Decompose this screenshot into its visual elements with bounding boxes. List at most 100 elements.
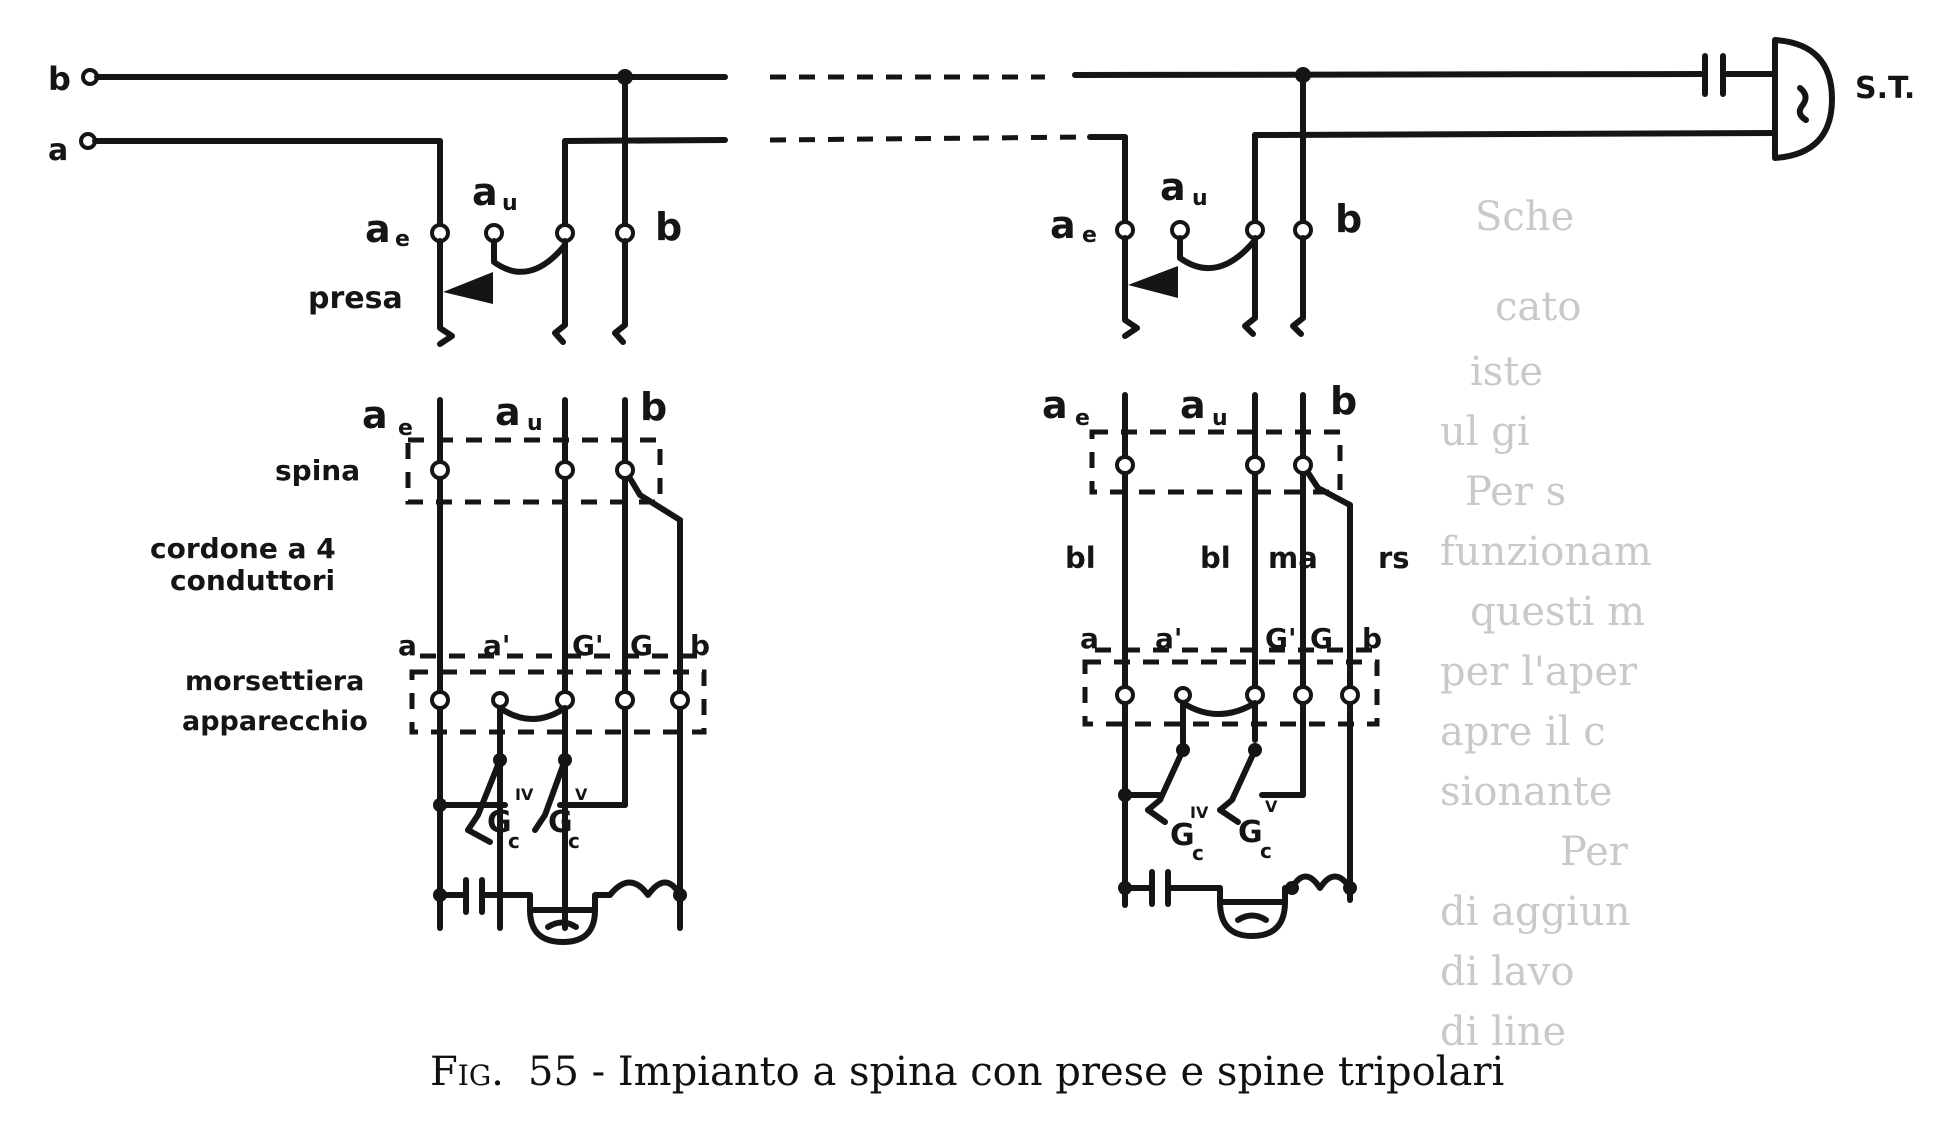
ghost-line: cato: [1495, 284, 1581, 330]
label-au: a: [472, 170, 498, 214]
morsettiera-terminal-a: [430, 690, 450, 710]
spina-label-au-sub: u: [527, 411, 543, 436]
spina-label-au: a: [495, 390, 521, 434]
caption-fig: Fig.: [430, 1049, 504, 1095]
ghost-line: apre il c: [1440, 709, 1606, 755]
spina-label-b: b: [1330, 379, 1357, 423]
label-ae-sub: e: [395, 227, 410, 252]
st-earpiece-symbol: [1772, 37, 1835, 161]
gc4-sup: IV: [515, 785, 534, 804]
gc5-sub: c: [1260, 839, 1272, 863]
label-cordone-line1: cordone a 4: [150, 532, 336, 565]
socket-spring-au: [1242, 235, 1258, 337]
ghost-line: questi m: [1470, 589, 1645, 635]
ghost-line: Per s: [1465, 469, 1566, 515]
ghost-line: di aggiun: [1440, 889, 1631, 935]
gc5-sub: c: [568, 829, 580, 853]
spina-label-au-sub: u: [1212, 406, 1228, 431]
gc4-label: G: [487, 805, 512, 840]
hook-switch-v: [532, 757, 568, 833]
label-au: a: [1160, 165, 1186, 209]
figure-caption: Fig. 55 - Impianto a spina con prese e s…: [430, 1049, 1504, 1095]
label-morsettiera: morsettiera: [185, 666, 364, 697]
ghost-line: ul gi: [1440, 409, 1530, 455]
hook-switch-iv: [1145, 747, 1186, 813]
hook-switch-v: [1217, 747, 1258, 813]
label-apparecchio: apparecchio: [182, 706, 368, 737]
gc4-label: G: [1170, 818, 1195, 853]
label-b: b: [1335, 197, 1362, 241]
spina-pin-b: [1293, 455, 1313, 475]
bell-symbol: [592, 879, 683, 913]
label-ae: a: [365, 207, 391, 251]
ghost-line: sionante: [1440, 769, 1613, 815]
ghost-line: Per: [1560, 829, 1629, 875]
morsettiera-terminal-b: [1340, 685, 1360, 705]
spina-label-b: b: [640, 385, 667, 429]
label-presa: presa: [308, 281, 403, 316]
socket-spring-ae: [1122, 235, 1140, 339]
socket-spring-ae: [437, 238, 455, 347]
presa-contact-symbol: [1128, 266, 1178, 298]
morsettiera-box: [1082, 659, 1380, 727]
st-label: S.T.: [1855, 71, 1915, 106]
caption-text: 55 - Impianto a spina con prese e spine …: [528, 1049, 1504, 1095]
morsettiera-terminal-b: [670, 690, 690, 710]
label-au-sub: u: [502, 191, 518, 216]
morsettiera-terminal-g: [615, 690, 635, 710]
presa-contact-symbol: [443, 272, 493, 304]
terminal-label-g: G: [1310, 622, 1333, 655]
cord-color-ma: ma: [1268, 541, 1318, 575]
cord-color-bl: bl: [1200, 541, 1231, 575]
label-ae: a: [1050, 203, 1076, 247]
ghost-line: per l'aper: [1440, 649, 1638, 695]
spina-pin-ae: [430, 460, 450, 480]
gc5-label: G: [548, 805, 573, 840]
main-lines: b a S.T.: [48, 37, 1915, 168]
spina-label-au: a: [1180, 383, 1206, 427]
label-ae-sub: e: [1082, 223, 1097, 248]
label-spina: spina: [275, 454, 360, 487]
spina-box: [1089, 429, 1343, 495]
gc4-sup: IV: [1190, 803, 1209, 822]
gc4-sub: c: [508, 829, 520, 853]
spina-label-ae: a: [362, 393, 388, 437]
gc5-sup: V: [1265, 797, 1278, 816]
socket-spring-b: [1290, 235, 1306, 337]
earpiece-symbol: [527, 892, 598, 945]
gc5-sup: V: [575, 785, 588, 804]
terminal-label-b: b: [1362, 622, 1382, 655]
gc5-label: G: [1238, 815, 1263, 850]
terminal-label-a: a: [398, 629, 417, 662]
socket-spring-b: [612, 238, 628, 345]
spina-label-ae-sub: e: [1075, 406, 1090, 431]
morsettiera-terminal-a: [1115, 685, 1135, 705]
cord-color-rs: rs: [1378, 541, 1410, 575]
spina-pin-au: [1245, 455, 1265, 475]
ghost-line: iste: [1470, 349, 1543, 395]
earpiece-symbol: [1217, 885, 1288, 939]
ghost-line: Sche: [1475, 194, 1574, 240]
morsettiera-box: [409, 669, 707, 735]
spina-pin-ae: [1115, 455, 1135, 475]
cord-color-bl: bl: [1065, 541, 1096, 575]
hook-switch-iv: [465, 757, 503, 833]
morsettiera-terminal-a1: [491, 691, 509, 709]
bleed-through-text: Sche cato iste ul gi Per s funzionam que…: [1440, 194, 1652, 1055]
spina-label-ae: a: [1042, 383, 1068, 427]
spina-pin-au: [555, 460, 575, 480]
label-b: b: [655, 205, 682, 249]
ghost-line: di line: [1440, 1009, 1566, 1055]
ghost-line: funzionam: [1440, 529, 1652, 575]
ghost-line: di lavo: [1440, 949, 1574, 995]
spina-pin-b: [615, 460, 635, 480]
label-cordone-line2: conduttori: [170, 564, 335, 597]
line-b-label: b: [48, 60, 71, 98]
morsettiera-terminal-g: [1293, 685, 1313, 705]
spina-box: [405, 437, 663, 505]
spina-label-ae-sub: e: [398, 416, 413, 441]
terminal-label-a: a: [1080, 622, 1099, 655]
left-assembly: a e a u b presa a e a u b spina cordone …: [150, 69, 710, 945]
